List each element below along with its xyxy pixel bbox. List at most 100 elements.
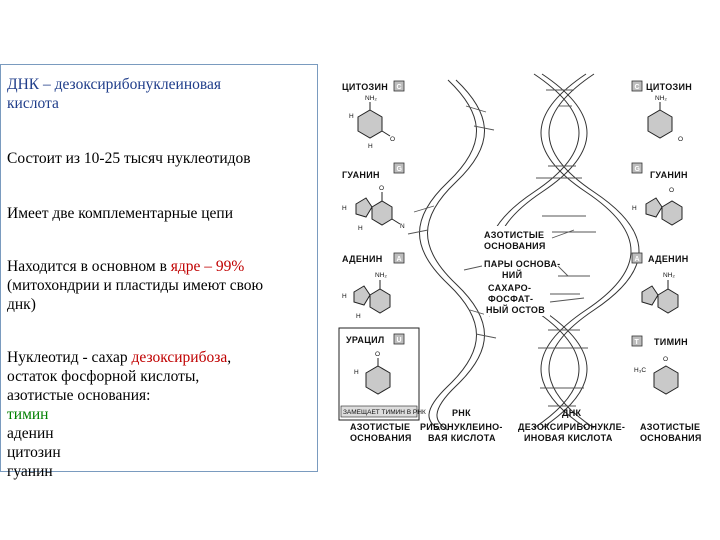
- bottom-rna-label-1: РИБОНУКЛЕИНО-: [420, 422, 503, 432]
- guanine-nh: N: [400, 223, 405, 230]
- cytosine-h: H: [349, 113, 354, 120]
- left-guanine-label: ГУАНИН: [342, 170, 380, 180]
- callout-bg-2: [482, 256, 558, 280]
- bottom-rna-label-2: ВАЯ КИСЛОТА: [428, 433, 496, 443]
- dna-strand-b-outer: [540, 73, 632, 429]
- callout-pairs-2: НИЙ: [502, 269, 522, 280]
- left-guanine-box: [393, 162, 405, 174]
- right-guanine-o: O: [669, 187, 674, 194]
- guanine-h2: H: [358, 225, 363, 232]
- left-adenine-label: АДЕНИН: [342, 254, 383, 264]
- uracil-ring-icon: [365, 365, 391, 395]
- dna-strand-b-inner: [548, 73, 640, 429]
- right-thymine-box: [631, 335, 643, 347]
- fact-nucleotide-text: Нуклеотид - сахар: [7, 349, 132, 366]
- callout-leader-2: [557, 265, 569, 277]
- fact-nucleotide-count: Состоит из 10-25 тысяч нуклеотидов: [7, 150, 251, 167]
- uracil-o: O: [375, 351, 380, 358]
- fact-location-text: Находится в основном в: [7, 258, 171, 275]
- base-thymine: тимин: [7, 406, 49, 423]
- right-cytosine-group: C ЦИТОЗИН NH₂ O: [631, 80, 692, 143]
- callout-bases-1: АЗОТИСТЫЕ: [484, 230, 544, 240]
- fact-nucleotide-sugar: дезоксирибоза: [131, 349, 228, 366]
- figure-svg: ЦИТОЗИН C NH₂ O H H ГУАНИН G O N H H: [338, 73, 702, 443]
- adenine-ring6-icon: [369, 288, 391, 314]
- right-adenine-group: A АДЕНИН NH₂: [631, 252, 689, 314]
- fact-location-note: (митохондрии и пластиды имеют свою: [7, 277, 264, 294]
- bottom-left-label-1: АЗОТИСТЫЕ: [350, 422, 410, 432]
- base-cytosine: цитозин: [7, 444, 61, 461]
- fact-two-chains: Имеет две комплементарные цепи: [7, 205, 233, 222]
- right-thymine-o: O: [663, 356, 668, 363]
- cytosine-ring-icon: [357, 109, 383, 139]
- right-thymine-label: ТИМИН: [654, 337, 688, 347]
- rna-base: [413, 205, 435, 213]
- left-guanine-group: ГУАНИН G O N H H: [342, 162, 405, 232]
- bottom-dna-label-1: ДЕЗОКСИРИБОНУКЛЕ-: [518, 422, 625, 432]
- callout-backbone-1: САХАРО-: [488, 283, 531, 293]
- guanine-h: H: [342, 205, 347, 212]
- uracil-box: [393, 333, 405, 345]
- fact-location: Находится в основном в ядре – 99%: [7, 257, 311, 276]
- adenine-nh2: NH₂: [375, 272, 387, 279]
- adenine-ring5-icon: [353, 285, 371, 306]
- right-thymine-letter: T: [635, 339, 640, 346]
- fact-nucleotide-comma: ,: [227, 349, 232, 366]
- left-cytosine-label: ЦИТОЗИН: [342, 82, 388, 92]
- callout-leader-4: [463, 265, 483, 271]
- right-guanine-box: [631, 162, 643, 174]
- left-adenine-group: АДЕНИН A NH₂ H H: [342, 252, 405, 320]
- right-cytosine-label: ЦИТОЗИН: [646, 82, 692, 92]
- base-guanine: гуанин: [7, 463, 53, 480]
- cytosine-bond-o: [381, 130, 391, 137]
- bottom-left-label-2: ОСНОВАНИЯ: [350, 433, 412, 443]
- uracil-note-box: [340, 405, 418, 418]
- right-cytosine-o: O: [678, 136, 683, 143]
- left-cytosine-box: [393, 80, 405, 92]
- bottom-right-label-1: АЗОТИСТЫЕ: [640, 422, 700, 432]
- dna-label: ДНК: [562, 408, 582, 418]
- right-guanine-ring6-icon: [661, 200, 683, 226]
- title-line-1: ДНК – дезоксирибонуклеиновая: [7, 76, 221, 93]
- callout-pairs-1: ПАРЫ ОСНОВА-: [484, 259, 560, 269]
- left-adenine-letter: A: [397, 256, 402, 263]
- cytosine-o: O: [390, 136, 395, 143]
- left-adenine-box: [393, 252, 405, 264]
- right-adenine-nh2: NH₂: [663, 272, 675, 279]
- fact-phosphate: остаток фосфорной кислоты,: [7, 368, 200, 385]
- adenine-h2: H: [356, 313, 361, 320]
- callout-backbone-2: ФОСФАТ-: [488, 294, 533, 304]
- guanine-o: O: [379, 185, 384, 192]
- left-cytosine-group: ЦИТОЗИН C NH₂ O H H: [342, 80, 405, 150]
- left-guanine-letter: G: [397, 166, 403, 173]
- right-guanine-ring5-icon: [645, 197, 663, 218]
- right-cytosine-ring-icon: [647, 109, 673, 139]
- bottom-dna-label-2: ИНОВАЯ КИСЛОТА: [524, 433, 613, 443]
- callout-leader-3: [549, 297, 585, 303]
- adenine-h: H: [342, 293, 347, 300]
- right-thymine-ch3: H₃C: [634, 367, 646, 374]
- callout-backbone-3: НЫЙ ОСТОВ: [486, 304, 545, 315]
- uracil-label: УРАЦИЛ: [346, 335, 384, 345]
- right-cytosine-letter: C: [635, 84, 640, 91]
- right-adenine-ring5-icon: [641, 285, 659, 306]
- callouts: АЗОТИСТЫЕ ОСНОВАНИЯ ПАРЫ ОСНОВА- НИЙ САХ…: [463, 226, 585, 316]
- rna-base: [473, 125, 495, 131]
- callout-bg-1: [482, 226, 552, 256]
- callout-bg-3: [484, 280, 550, 316]
- rna-strand-inner: [427, 79, 485, 431]
- guanine-ring5-icon: [355, 197, 373, 218]
- fact-location-nucleus: ядре – 99%: [170, 258, 245, 275]
- cytosine-nh2: NH₂: [365, 95, 377, 102]
- right-guanine-h: H: [632, 205, 637, 212]
- uracil-note: ЗАМЕЩАЕТ ТИМИН В РНК: [343, 409, 426, 416]
- right-adenine-label: АДЕНИН: [648, 254, 689, 264]
- bottom-right-label-2: ОСНОВАНИЯ: [640, 433, 702, 443]
- base-adenine: аденин: [7, 425, 54, 442]
- text-panel: ДНК – дезоксирибонуклеиновая кислота Сос…: [0, 64, 318, 480]
- right-adenine-ring6-icon: [657, 288, 679, 314]
- guanine-ring6-icon: [371, 200, 393, 226]
- rna-strand-outer: [419, 79, 477, 431]
- callout-bases-2: ОСНОВАНИЯ: [484, 241, 546, 251]
- right-adenine-box: [631, 252, 643, 264]
